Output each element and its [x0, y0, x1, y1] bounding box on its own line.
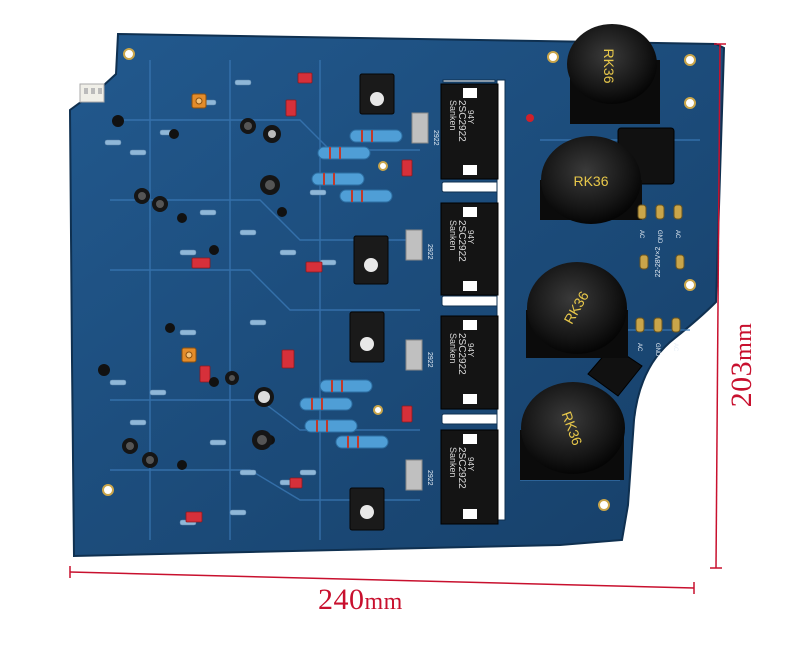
power-resistors	[299, 129, 403, 449]
width-dimension-label: 240mm	[318, 583, 403, 617]
driver-label-1: 2922	[432, 130, 439, 146]
electrolytic-capacitors	[122, 118, 281, 468]
transistor-model: 2SC2922	[456, 100, 467, 142]
transistor-code: 94Y	[466, 343, 475, 358]
transistor-code: 94Y	[466, 230, 475, 245]
terminal-label-ac-2: AC	[674, 230, 680, 239]
filter-capacitor-1: RK36	[567, 24, 660, 124]
filter-capacitor-3: RK36	[526, 262, 628, 358]
height-dimension-line	[710, 43, 726, 569]
output-transistor-4: Sanken 2SC2922 94Y	[440, 429, 499, 525]
input-connector	[79, 83, 105, 103]
small-resistors	[104, 79, 337, 526]
transistor-brand: Sanken	[448, 100, 458, 131]
width-value: 240	[318, 583, 365, 616]
transistor-code: 94Y	[466, 110, 475, 125]
terminal-label-ac-4: AC	[672, 343, 678, 352]
driver-label-2: 2922	[426, 244, 433, 260]
width-unit: mm	[364, 589, 403, 615]
output-transistor-2: Sanken 2SC2922 94Y	[440, 202, 499, 296]
transistor-brand: Sanken	[448, 447, 458, 478]
ac-terminals: AC GND AC AC GND AC 22-28V×2	[635, 204, 685, 357]
capacitor-label: RK36	[573, 173, 608, 189]
driver-label-3: 2922	[426, 352, 433, 368]
output-transistor-1: Sanken 2SC2922 94Y	[440, 83, 499, 180]
terminal-label-gnd-2: GND	[654, 343, 660, 357]
height-unit: mm	[731, 322, 757, 361]
small-transistors	[98, 115, 287, 470]
output-transistor-3: Sanken 2SC2922 94Y	[440, 315, 499, 410]
capacitor-label: RK36	[601, 48, 617, 83]
transistor-brand: Sanken	[448, 333, 458, 364]
filter-capacitor-4: RK36	[520, 382, 625, 480]
width-dimension-line	[69, 566, 695, 594]
trimmer-pots	[181, 93, 207, 363]
driver-label-4: 2922	[426, 470, 433, 486]
transistor-model: 2SC2922	[456, 447, 467, 489]
transistor-code: 94Y	[466, 457, 475, 472]
board-cutouts	[441, 79, 506, 521]
transistor-brand: Sanken	[448, 220, 458, 251]
transistor-model: 2SC2922	[456, 333, 467, 375]
height-dimension-label: 203mm	[725, 295, 759, 435]
voltage-label: 22-28V×2	[655, 247, 662, 278]
transistor-model: 2SC2922	[456, 220, 467, 262]
red-capacitors	[185, 72, 413, 523]
terminal-label-ac-3: AC	[636, 343, 642, 352]
height-value: 203	[725, 360, 758, 408]
power-led	[526, 114, 534, 122]
terminal-label-gnd-1: GND	[656, 230, 662, 244]
mounting-holes	[102, 48, 696, 511]
filter-capacitor-2: RK36	[540, 136, 642, 224]
terminal-label-ac-1: AC	[638, 230, 644, 239]
driver-transistors: 2922 2922 2922 2922	[349, 73, 439, 531]
